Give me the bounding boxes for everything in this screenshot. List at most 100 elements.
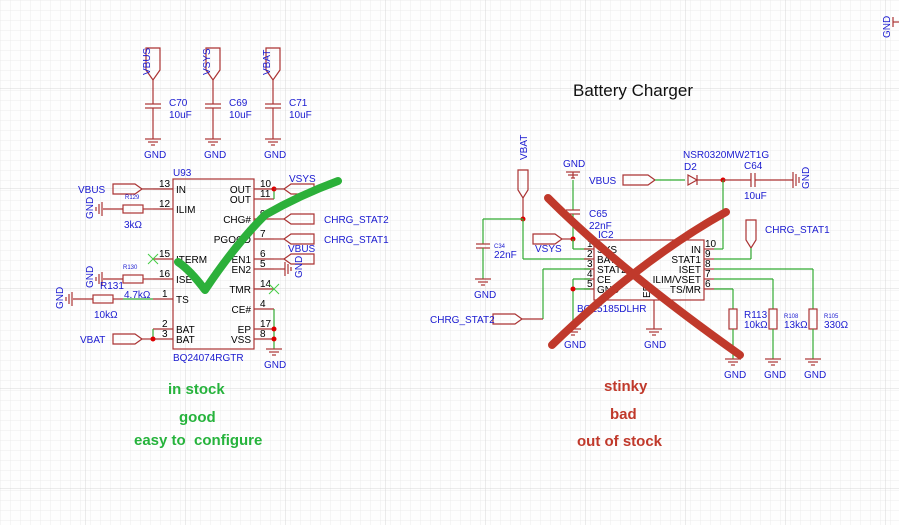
- ic-ref: U93: [173, 168, 192, 179]
- gnd-label: GND: [564, 340, 586, 351]
- pin-name: CE#: [232, 305, 252, 316]
- resistor-r105[interactable]: R105 330Ω GND: [714, 268, 849, 381]
- pin-num: 7: [260, 229, 266, 240]
- net-label: CHRG_STAT1: [324, 235, 389, 246]
- pin-name: ISET: [176, 275, 198, 286]
- pin-name: OUT: [230, 185, 251, 196]
- verdict-right-3: out of stock: [577, 433, 662, 450]
- diode-part: NSR0320MW2T1G: [683, 150, 769, 161]
- cap-c65[interactable]: GND C65 22nF: [563, 159, 612, 249]
- gnd-label: GND: [801, 167, 812, 189]
- port-vbat-in[interactable]: VBAT: [80, 329, 156, 346]
- cap-ref: C71: [289, 98, 308, 109]
- verdict-right-2: bad: [610, 406, 637, 423]
- port-chrg-stat1-r[interactable]: CHRG_STAT1: [714, 219, 830, 260]
- res-value: 13kΩ: [784, 320, 808, 331]
- cap-ref: C64: [744, 161, 763, 172]
- net-label: VBAT: [80, 335, 105, 346]
- pin-num: 5: [260, 259, 266, 270]
- port-vbus-en[interactable]: VBUS GND: [274, 244, 316, 278]
- gnd-label: GND: [85, 197, 96, 219]
- pin-name: EN2: [232, 265, 252, 276]
- pin-name: ISET: [679, 265, 701, 276]
- pin-num: 14: [260, 279, 272, 290]
- resistor-r108[interactable]: R108 13kΩ GND: [714, 278, 808, 381]
- pin-num: 8: [260, 329, 266, 340]
- cap-value: 10uF: [229, 110, 252, 121]
- port-chrg-stat2-r[interactable]: CHRG_STAT2: [430, 268, 590, 326]
- pin-num: 8: [705, 259, 711, 270]
- cap-c64[interactable]: C64 10uF GND: [723, 161, 812, 202]
- res-value: 4.7kΩ: [124, 290, 151, 301]
- cap-value: 22nF: [494, 250, 517, 261]
- pin-num: 12: [159, 199, 171, 210]
- pin-num: 10: [705, 239, 717, 250]
- pin-num: 13: [159, 179, 171, 190]
- verdict-left-2: good: [179, 409, 216, 426]
- resistor-r130[interactable]: GND R130 4.7kΩ: [85, 265, 153, 301]
- res-value: 10kΩ: [744, 320, 768, 331]
- net-label: VBUS: [78, 185, 106, 196]
- cap-c70[interactable]: VBUS C70 10uF GND: [142, 47, 192, 161]
- net-label: CHRG_STAT2: [430, 315, 495, 326]
- cap-c71[interactable]: VBAT C71 10uF GND: [262, 47, 312, 161]
- left-schematic: VBUS C70 10uF GND VSYS C69 10uF GND VBAT: [55, 47, 389, 371]
- port-vbus-in[interactable]: VBUS: [78, 183, 153, 196]
- cap-ref: C69: [229, 98, 248, 109]
- gnd-ic2[interactable]: GND GND: [564, 278, 666, 351]
- cap-value: 22nF: [589, 221, 612, 232]
- pin-name: STAT1: [671, 255, 701, 266]
- diode-ref: D2: [684, 162, 697, 173]
- net-label: CHRG_STAT2: [324, 215, 389, 226]
- pin-name: VSS: [231, 335, 251, 346]
- pin-num: 4: [587, 269, 593, 280]
- net-label-vsys: VSYS: [202, 48, 213, 75]
- pin-num: 1: [162, 289, 168, 300]
- res-value: 10kΩ: [94, 310, 118, 321]
- gnd-label: GND: [804, 370, 826, 381]
- port-chrg-stat1[interactable]: CHRG_STAT1: [274, 233, 389, 246]
- pin-num: 1: [587, 239, 593, 250]
- port-vsys-r[interactable]: VSYS: [532, 233, 590, 255]
- resistor-r129[interactable]: GND R129 3kΩ: [85, 195, 153, 231]
- net-label: VBAT: [519, 135, 530, 160]
- pin-num: 5: [587, 279, 593, 290]
- net-label: VBUS: [288, 244, 316, 255]
- port-chrg-stat2[interactable]: CHRG_STAT2: [274, 213, 389, 226]
- net-label: VSYS: [535, 244, 562, 255]
- res-ref: R129: [125, 195, 140, 201]
- gnd-label: GND: [563, 159, 585, 170]
- resistor-r131[interactable]: GND R131 10kΩ: [55, 281, 153, 321]
- res-value: 330Ω: [824, 320, 849, 331]
- pin-name: IN: [691, 245, 701, 256]
- verdict-left-1: in stock: [168, 381, 225, 398]
- gnd-label: GND: [264, 360, 286, 371]
- net-label-vbus: VBUS: [142, 47, 153, 75]
- cap-c69[interactable]: VSYS C69 10uF GND: [202, 47, 252, 161]
- pin-name: ILIM/VSET: [653, 275, 701, 286]
- gnd-label: GND: [644, 340, 666, 351]
- right-schematic: Battery Charger VBAT C34 22nF GND GND: [430, 81, 849, 381]
- ic-u93[interactable]: U93 BQ24074RGTR 13 IN 12 ILIM 15 ITERM 1…: [153, 168, 274, 364]
- gnd-label: GND: [764, 370, 786, 381]
- port-vbat[interactable]: VBAT: [483, 135, 590, 260]
- gnd-label: GND: [85, 266, 96, 288]
- pin-num: 6: [705, 279, 711, 290]
- verdict-right-1: stinky: [604, 378, 648, 395]
- cross-mark: [544, 194, 744, 359]
- port-vbus[interactable]: VBUS: [589, 174, 685, 187]
- net-label: VBUS: [589, 176, 617, 187]
- gnd-label: GND: [474, 290, 496, 301]
- pin-num: 3: [587, 259, 593, 270]
- cap-c34[interactable]: C34 22nF GND: [474, 219, 517, 301]
- pin-num: 17: [260, 319, 272, 330]
- pin-name: ITERM: [176, 255, 207, 266]
- gnd-label: GND: [294, 256, 305, 278]
- cap-value: 10uF: [289, 110, 312, 121]
- corner-gnd-symbol[interactable]: GND: [882, 16, 899, 38]
- pin-num: 2: [587, 249, 593, 260]
- pin-num: 16: [159, 269, 171, 280]
- gnd-vss[interactable]: GND: [264, 309, 286, 371]
- pin-name: BAT: [176, 325, 195, 336]
